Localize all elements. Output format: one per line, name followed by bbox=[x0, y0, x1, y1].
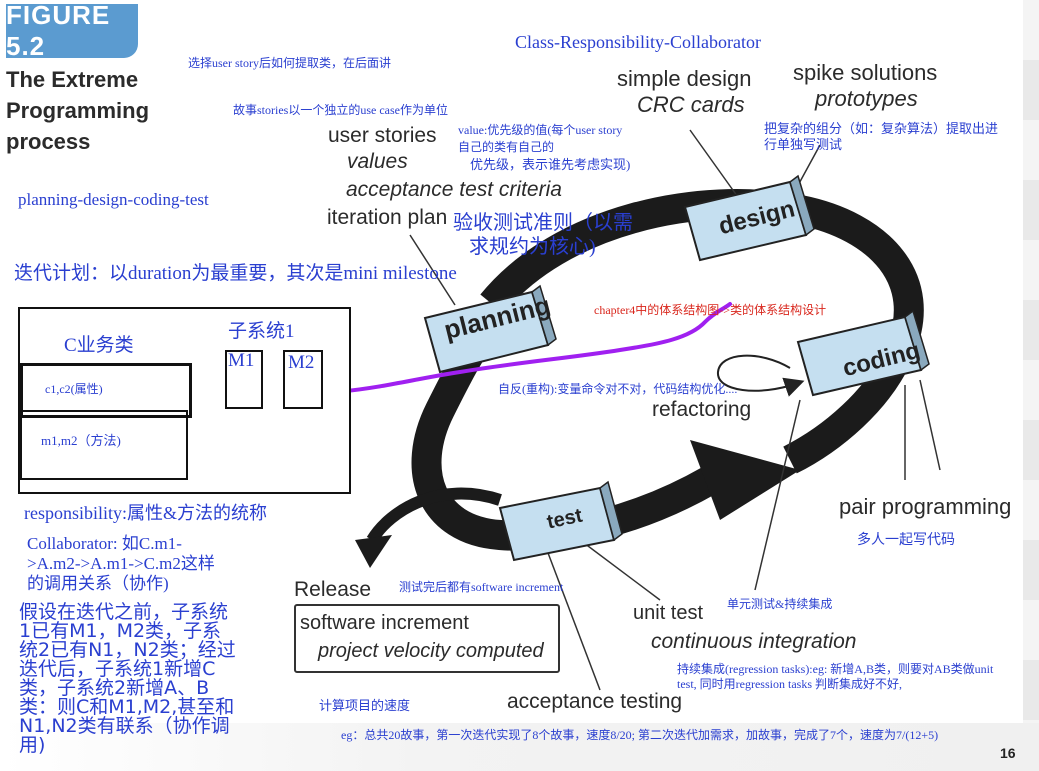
note-line: >A.m2->A.m1->C.m2这样 bbox=[27, 554, 215, 573]
test-done-note: 测试完后都有software increment bbox=[399, 580, 564, 594]
note-line: 求规约为核心) bbox=[469, 236, 596, 258]
methods-box bbox=[20, 410, 188, 480]
pair-note: 多人一起写代码 bbox=[857, 533, 955, 548]
m2-label: M2 bbox=[288, 352, 315, 373]
select-story-note: 选择user story后如何提取类，在后面讲 bbox=[188, 56, 391, 70]
m2-box bbox=[283, 350, 323, 409]
scenario-note: 假设在迭代之前，子系统 1已有M1，M2类，子系 统2已有N1，N2类；经过 迭… bbox=[19, 603, 236, 755]
note-line: 的调用关系（协作) bbox=[27, 574, 169, 593]
iteration-plan-label: iteration plan bbox=[327, 206, 448, 229]
user-stories-label: user stories bbox=[328, 124, 437, 147]
note-line: 迭代后，子系统1新增C bbox=[19, 658, 216, 680]
phase-box-test bbox=[498, 480, 623, 562]
planning-flow-note: planning-design-coding-test bbox=[18, 190, 209, 209]
note-line: 持续集成(regression tasks):eg: 新增A,B类，则要对AB类… bbox=[677, 662, 994, 676]
title-line: process bbox=[6, 129, 91, 154]
ci-note: 持续集成(regression tasks):eg: 新增A,B类，则要对AB类… bbox=[677, 662, 993, 692]
collaborator-note: Collaborator: 如C.m1- >A.m2->A.m1->C.m2这样… bbox=[27, 534, 215, 594]
software-increment-label: software increment bbox=[300, 612, 469, 634]
m1-label: M1 bbox=[228, 350, 255, 371]
note-line: 自己的类有自己的 bbox=[458, 140, 555, 154]
note-line: Collaborator: 如C.m1- bbox=[27, 534, 182, 553]
acceptance-criteria-label: acceptance test criteria bbox=[346, 178, 562, 201]
note-line: N1,N2类有联系（协作调 bbox=[19, 715, 230, 737]
release-arrowhead bbox=[355, 535, 392, 568]
pair-programming-label: pair programming bbox=[839, 494, 1012, 519]
release-arrow bbox=[366, 487, 502, 544]
title-line: The Extreme bbox=[6, 67, 139, 92]
chapter4-note: chapter4中的体系结构图->类的体系结构设计 bbox=[594, 303, 827, 317]
note-line: 类，子系统2新增A、B bbox=[19, 677, 210, 699]
release-box bbox=[294, 604, 560, 673]
refactoring-label: refactoring bbox=[652, 398, 752, 421]
refactor-note: 自反(重构):变量命令对不对，代码结构优化.... bbox=[498, 382, 738, 396]
class-resp-collab-note: Class-Responsibility-Collaborator bbox=[515, 32, 761, 52]
spike-note: 把复杂的组分（如：复杂算法）提取出进 行单独写测试 bbox=[764, 121, 998, 153]
responsibility-note: responsibility:属性&方法的统称 bbox=[24, 503, 267, 523]
figure-title: The Extreme Programming process bbox=[6, 64, 149, 157]
page-number: 16 bbox=[1000, 745, 1016, 761]
iteration-plan-note: 迭代计划：以duration为最重要，其次是mini milestone bbox=[14, 263, 457, 284]
acceptance-criteria-note: 验收测试准则（以需 求规约为核心) bbox=[453, 211, 633, 259]
release-label: Release bbox=[294, 578, 372, 601]
project-velocity-label: project velocity computed bbox=[318, 640, 544, 662]
simple-design-label: simple design bbox=[617, 66, 752, 91]
note-line: 统2已有N1，N2类；经过 bbox=[19, 639, 236, 661]
phase-box-planning bbox=[423, 284, 557, 374]
refactoring-loop bbox=[716, 354, 805, 397]
spike-solutions-label: spike solutions bbox=[793, 60, 938, 85]
crc-cards-label: CRC cards bbox=[637, 92, 745, 117]
note-line: 优先级，表示谁先考虑实现) bbox=[470, 157, 631, 172]
title-line: Programming bbox=[6, 98, 150, 123]
attributes-box bbox=[20, 363, 192, 418]
cycle-ring bbox=[480, 189, 924, 474]
note-line: 1已有M1，M2类，子系 bbox=[19, 620, 222, 642]
prototypes-label: prototypes bbox=[815, 86, 918, 111]
note-line: 把复杂的组分（如：复杂算法）提取出进 bbox=[764, 121, 999, 136]
subsystem1-label: 子系统1 bbox=[228, 321, 295, 342]
note-line: 验收测试准则（以需 bbox=[453, 212, 633, 234]
note-line: 假设在迭代之前，子系统 bbox=[19, 601, 229, 623]
methods-label: m1,m2（方法) bbox=[41, 433, 121, 448]
purple-annotation-line bbox=[343, 302, 732, 393]
m1-box bbox=[225, 350, 263, 409]
page-edge-strip bbox=[1023, 0, 1039, 771]
phase-box-coding bbox=[796, 309, 930, 397]
continuous-integration-label: continuous integration bbox=[651, 630, 857, 653]
c-business-class-label: C业务类 bbox=[64, 335, 134, 356]
cycle-arrowhead bbox=[690, 440, 800, 520]
class-diagram-box bbox=[18, 307, 351, 494]
note-line: 类：则C和M1,M2,甚至和 bbox=[19, 696, 235, 718]
eg-velocity-note: eg：总共20故事，第一次迭代实现了8个故事，速度8/20; 第二次迭代加需求，… bbox=[341, 728, 939, 742]
attributes-label: c1,c2(属性) bbox=[45, 382, 103, 396]
values-label: values bbox=[347, 150, 408, 173]
note-line: 用) bbox=[19, 734, 46, 756]
note-line: 行单独写测试 bbox=[764, 137, 843, 152]
value-priority-note: value:优先级的值(每个user story 自己的类有自己的 优先级，表示… bbox=[458, 122, 630, 173]
stories-note: 故事stories以一个独立的use case作为单位 bbox=[233, 103, 448, 117]
footer-band bbox=[0, 723, 1039, 771]
unit-test-note: 单元测试&持续集成 bbox=[727, 597, 833, 611]
phase-box-design bbox=[683, 174, 815, 262]
figure-label: FIGURE 5.2 bbox=[6, 0, 138, 61]
note-line: test, 同时用regression tasks 判断集成好不好, bbox=[677, 677, 902, 691]
velocity-note: 计算项目的速度 bbox=[319, 698, 411, 713]
acceptance-testing-label: acceptance testing bbox=[507, 690, 683, 713]
unit-test-label: unit test bbox=[633, 602, 704, 624]
note-line: value:优先级的值(每个user story bbox=[458, 123, 623, 137]
